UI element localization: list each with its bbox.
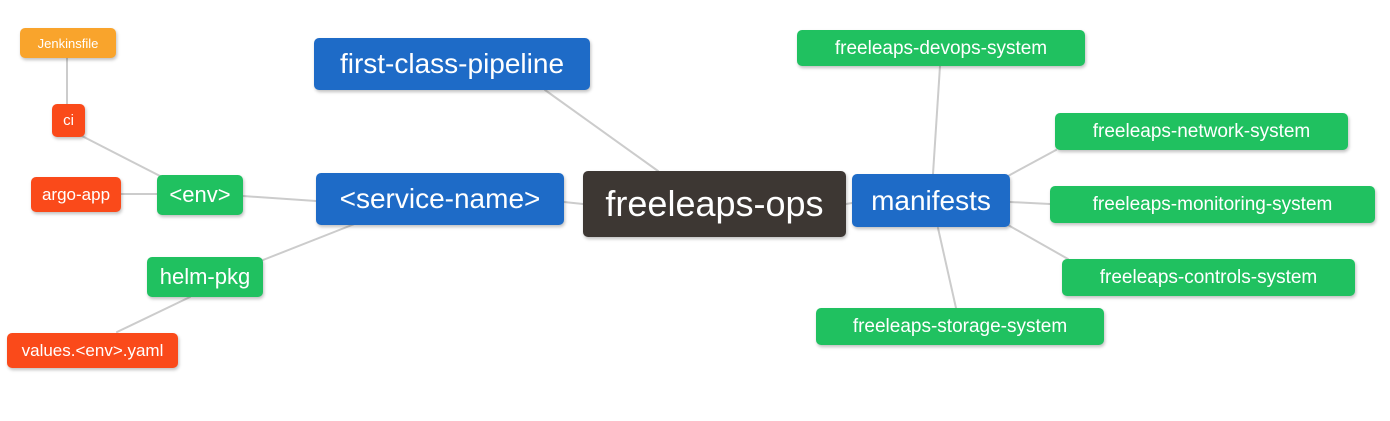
node-values-env-yaml[interactable]: values.<env>.yaml xyxy=(7,333,178,368)
link-servicename-root xyxy=(563,201,584,205)
node-freeleaps-controls-system[interactable]: freeleaps-controls-system xyxy=(1062,259,1355,296)
node-helm-pkg[interactable]: helm-pkg xyxy=(147,257,263,297)
node-service-name[interactable]: <service-name> xyxy=(316,173,564,225)
node-env[interactable]: <env> xyxy=(157,175,243,215)
node-freeleaps-monitoring-system[interactable]: freeleaps-monitoring-system xyxy=(1050,186,1375,223)
link-manifests-controls xyxy=(1007,224,1069,260)
node-manifests[interactable]: manifests xyxy=(852,174,1010,227)
node-ci[interactable]: ci xyxy=(52,104,85,137)
node-freeleaps-devops-system[interactable]: freeleaps-devops-system xyxy=(797,30,1085,66)
link-values-helmpkg xyxy=(116,296,191,333)
link-manifests-devops xyxy=(932,65,941,175)
link-env-servicename xyxy=(242,195,317,202)
link-manifests-monitoring xyxy=(1009,201,1051,205)
link-manifests-network xyxy=(1007,149,1057,177)
link-helmpkg-servicename xyxy=(262,222,358,261)
node-freeleaps-network-system[interactable]: freeleaps-network-system xyxy=(1055,113,1348,150)
link-pipeline-root xyxy=(544,89,659,172)
node-argo-app[interactable]: argo-app xyxy=(31,177,121,212)
node-jenkinsfile[interactable]: Jenkinsfile xyxy=(20,28,116,58)
node-first-class-pipeline[interactable]: first-class-pipeline xyxy=(314,38,590,90)
link-ci-env xyxy=(79,134,163,178)
node-freeleaps-storage-system[interactable]: freeleaps-storage-system xyxy=(816,308,1104,345)
link-root-manifests xyxy=(845,202,853,205)
link-manifests-storage xyxy=(937,227,957,309)
node-freeleaps-ops[interactable]: freeleaps-ops xyxy=(583,171,846,237)
